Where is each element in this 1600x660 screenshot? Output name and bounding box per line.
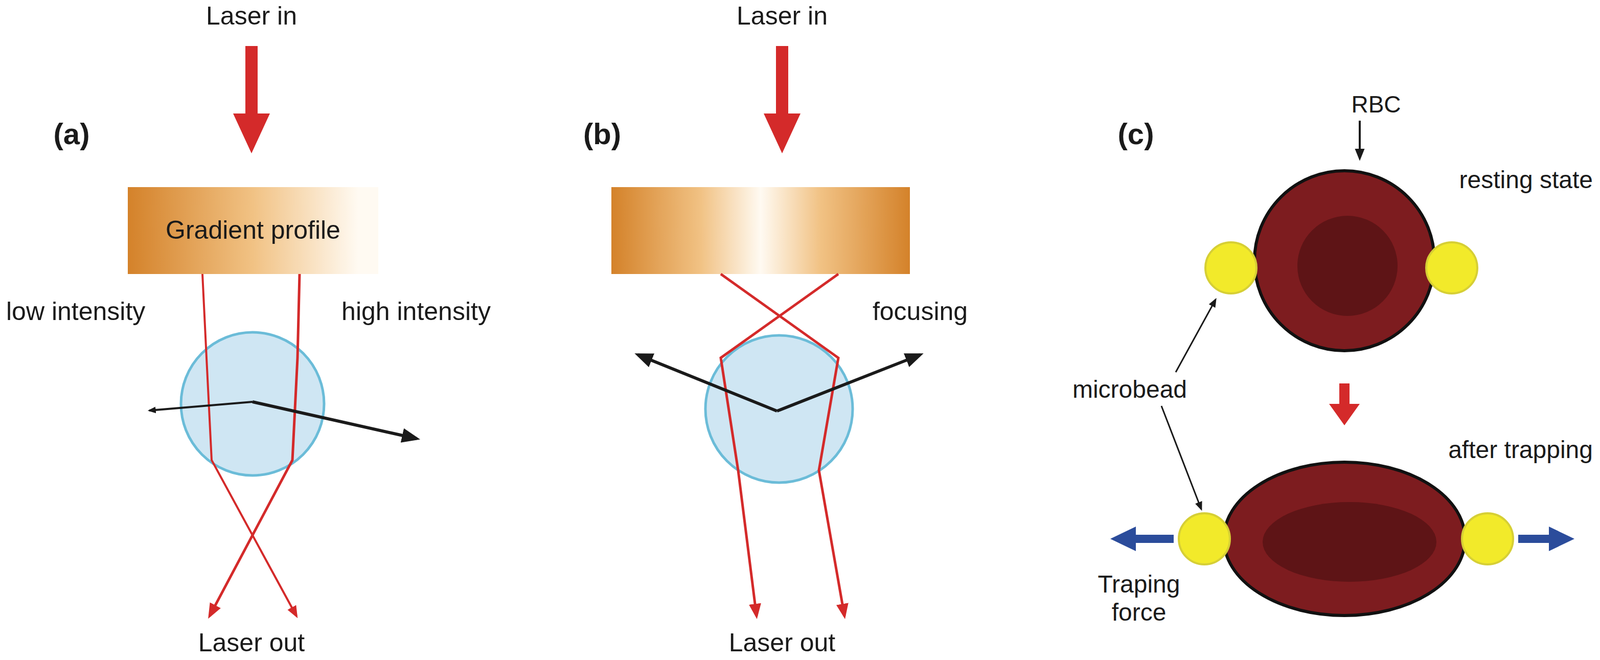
intensity-label: high intensity — [341, 296, 491, 327]
beam-label: Laser out — [728, 628, 836, 658]
intensity-label: low intensity — [6, 296, 146, 327]
particle — [180, 332, 325, 476]
laser-arrow — [763, 46, 801, 154]
state-label: after trapping — [1448, 435, 1593, 464]
red-blood-cell — [1254, 170, 1435, 351]
part-label: microbead — [1072, 375, 1187, 404]
beam-label: Laser in — [206, 1, 297, 32]
force-arrow — [776, 354, 921, 411]
effect-label: focusing — [872, 296, 968, 327]
trapping-force-arrow — [1110, 526, 1174, 552]
force-arrow — [149, 401, 253, 411]
state-arrow — [1329, 383, 1360, 426]
gradient-profile — [611, 187, 910, 274]
force-arrow — [637, 354, 777, 411]
light-ray — [209, 273, 300, 616]
gradient-box: Gradient profile — [127, 187, 379, 274]
microbead — [1461, 513, 1514, 565]
cell-center — [1297, 215, 1398, 316]
light-ray — [720, 273, 839, 616]
cell-label: RBC — [1351, 90, 1401, 119]
beam-label: Laser in — [736, 1, 828, 32]
panel-letter: (c) — [1117, 117, 1155, 152]
beam-label: Laser out — [198, 628, 305, 658]
box-label: Gradient profile — [165, 215, 341, 246]
state-label: resting state — [1459, 165, 1593, 194]
cell-center — [1262, 501, 1437, 582]
panel-letter: (b) — [583, 117, 622, 152]
light-ray — [202, 273, 297, 616]
microbead — [1205, 242, 1257, 294]
leader-line — [1175, 299, 1216, 373]
light-ray — [720, 273, 845, 616]
force-label: Traping force — [1082, 569, 1196, 627]
leader-line — [1161, 405, 1202, 510]
microbead — [1426, 242, 1478, 294]
panel-letter: (a) — [53, 117, 90, 152]
microbead — [1178, 513, 1230, 565]
laser-arrow — [233, 46, 270, 154]
force-arrow — [252, 401, 417, 439]
trapping-force-arrow — [1518, 526, 1575, 552]
pointer-arrow — [1358, 120, 1361, 159]
stretched-cell — [1223, 462, 1466, 616]
